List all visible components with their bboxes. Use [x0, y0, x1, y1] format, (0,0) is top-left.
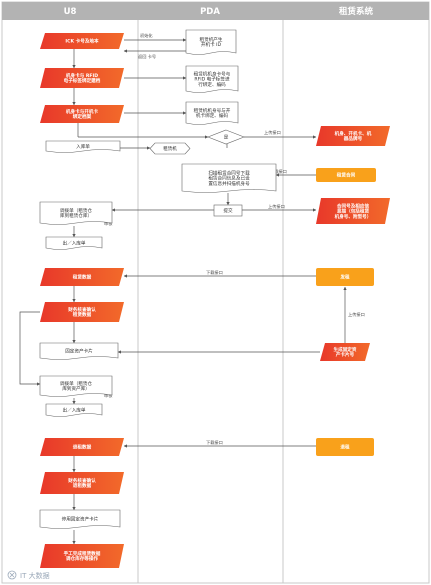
lane-header-u8 [2, 2, 138, 20]
n12-text-line-0: 提交 [223, 207, 233, 214]
n27-text-line-1: 调仓库存等操作 [66, 555, 99, 562]
n3-text-line-0: 机身卡与 RFID [66, 72, 98, 79]
n27-text-line-0: 手工完成租赁数据 [64, 550, 101, 557]
node-n26: 停用固定资产卡片 [39, 509, 121, 529]
n15-text-line-2: 机身号、附型号） [335, 213, 372, 220]
n2-text-line-0: 租赁机产生 [200, 36, 223, 43]
edge-label-download-3: 下载接口 [206, 439, 223, 446]
node-diamond: 是 [207, 129, 245, 145]
edge-label-download-2: 下载接口 [206, 269, 223, 276]
n21-text-line-1: 库到资产库） [62, 385, 90, 392]
n6-text-line-0: 租赁机机身号与开 [194, 107, 231, 114]
node-n14: 出／入库单 [45, 236, 103, 250]
node-n17: 发租 [316, 268, 374, 286]
edge-label-upload-2: 上传接口 [268, 203, 285, 210]
n25-text-line-1: 退租数据 [73, 482, 92, 489]
n24-text-line-0: 退租 [340, 444, 350, 451]
n14-text-line-0: 出／入库单 [63, 240, 86, 247]
node-n8: 入库单 [45, 140, 121, 153]
edge-label-audit-2: 审核 [104, 220, 113, 227]
diamond-text-line-0: 是 [224, 135, 229, 141]
node-n7: 租赁机 [149, 142, 191, 155]
lane-title-u8: U8 [64, 7, 77, 17]
node-n23: 退租数据 [40, 438, 124, 456]
n21-text-line-0: 调拨单（租赁仓 [60, 380, 93, 387]
n23-text-line-0: 退租数据 [73, 444, 92, 451]
n19-text-line-0: 固定资产卡片 [65, 348, 93, 355]
n18-text-line-1: 租赁数据 [73, 311, 92, 318]
watermark-text: IT 大数据 [20, 571, 50, 580]
n11-text-line-0: 扫描租赁合同号下载 [208, 169, 250, 176]
n7-text-line-0: 租赁机 [163, 145, 177, 152]
node-n1: ICK 卡号及地本 [40, 33, 124, 49]
n1-text-line-0: ICK 卡号及地本 [65, 38, 99, 45]
lane-title-pda: PDA [200, 7, 220, 17]
n3-text-line-1: 电子标签绑定建档 [64, 77, 101, 84]
n11-text-line-1: 租赁合同信息及已设 [208, 175, 250, 182]
edge-label-init: 初始化 [140, 32, 153, 39]
n10-text-line-0: 租赁合同 [337, 172, 356, 179]
n5-text-line-1: 绑定档案 [73, 113, 92, 120]
lane-header-pda [138, 2, 283, 20]
lane-title-rental: 租赁系统 [339, 6, 374, 17]
node-n19: 固定资产卡片 [39, 342, 119, 360]
n16-text-line-0: 租赁数据 [73, 274, 92, 281]
node-n16: 租赁数据 [40, 268, 124, 286]
n4-text-line-1: RFID 电子标签进 [194, 76, 230, 83]
n4-text-line-2: 行绑定、编码 [198, 81, 226, 88]
node-n12: 提交 [213, 204, 243, 217]
edge-label-download-1: 下载接口 [270, 168, 287, 175]
edge-label-return: 返回 卡号 [138, 53, 156, 60]
edge-n18-n21 [19, 311, 41, 386]
n20-text-line-0: 生成固定资 [334, 346, 357, 353]
n15-text-line-1: 息描（包括租赁 [337, 208, 370, 215]
n13-text-line-0: 调拨单（租赁仓 [60, 207, 93, 214]
node-n10: 租赁合同 [316, 168, 376, 182]
node-n24: 退租 [316, 438, 374, 456]
n26-text-line-0: 停用固定资产卡片 [62, 516, 99, 523]
n8-text-line-0: 入库单 [76, 143, 90, 150]
n11-text-line-2: 置信息并扫描机身号 [208, 180, 250, 187]
edge-label-upload-3: 上传接口 [348, 311, 365, 318]
n9-text-line-1: 器品牌号 [343, 135, 363, 142]
n20-text-line-1: 产卡片号 [336, 351, 355, 358]
n4-text-line-0: 租赁机机身卡号与 [194, 70, 231, 77]
n9-text-line-0: 机身、开机卡、机 [335, 130, 372, 137]
n6-text-line-1: 机卡绑定、编码 [196, 112, 229, 119]
n25-text-line-0: 财务核查确认 [67, 477, 96, 484]
n13-text-line-1: 库到租赁仓库） [60, 212, 92, 219]
logo-icon [7, 570, 17, 580]
n22-text-line-0: 出／入库单 [63, 407, 86, 414]
n17-text-line-0: 发租 [339, 274, 350, 281]
n18-text-line-0: 财务核查确认 [67, 306, 96, 313]
node-n22: 出／入库单 [45, 403, 103, 417]
n5-text-line-0: 机身卡与开机卡 [66, 108, 99, 115]
n15-text-line-0: 合同号及相应信 [337, 202, 370, 209]
edge-label-upload-1: 上传接口 [264, 129, 281, 136]
lane-header-rental [283, 2, 429, 20]
n2-text-line-1: 开机卡 ID [201, 41, 222, 48]
edge-label-audit-3: 审核 [104, 392, 113, 399]
